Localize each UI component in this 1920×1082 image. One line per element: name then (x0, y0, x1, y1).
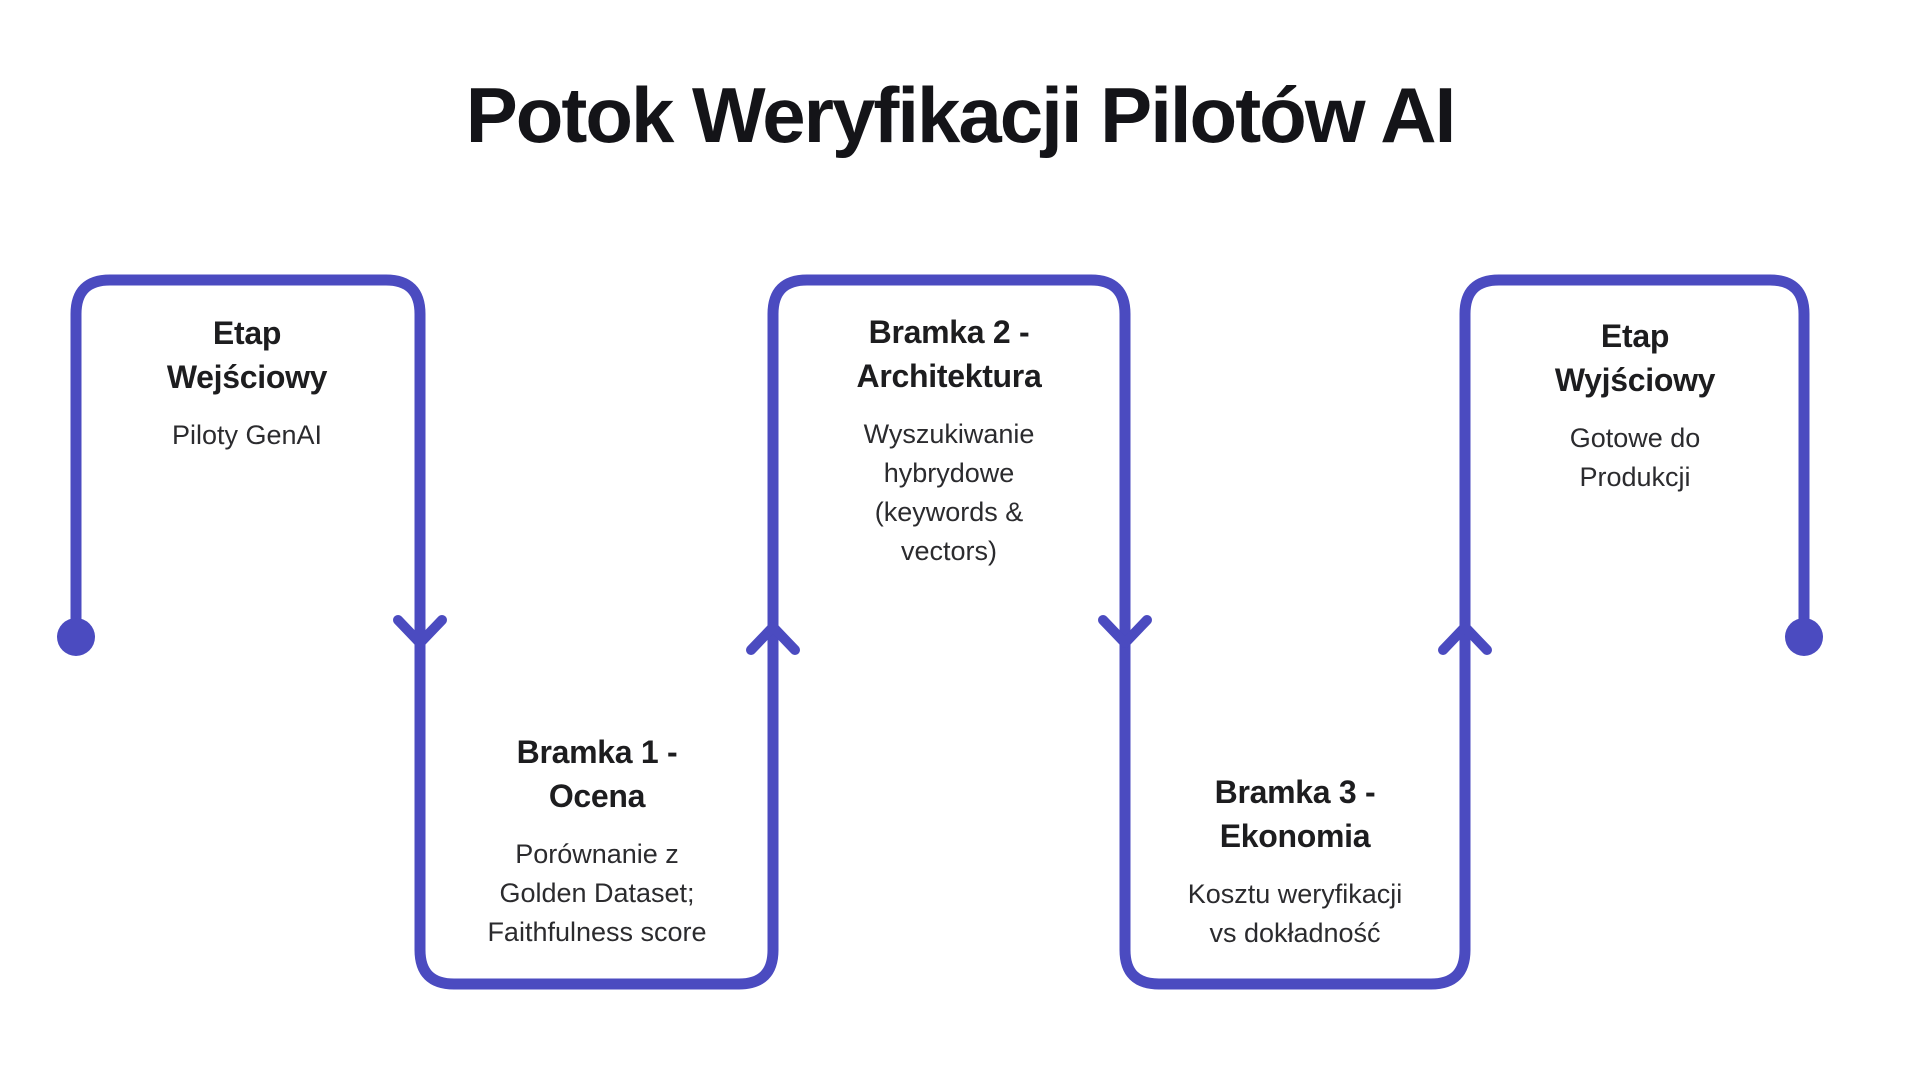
node-description: Kosztu weryfikacji vs dokładność (1187, 879, 1403, 948)
node-title: Bramka 1 - Ocena (516, 734, 678, 814)
node-description: Wyszukiwanie hybrydowe (keywords & vecto… (863, 419, 1035, 566)
end-dot (1785, 618, 1823, 656)
node-gate-3-economics: Bramka 3 - Ekonomia Kosztu weryfikacji v… (1125, 771, 1465, 953)
arrowhead-down-to-gate3-icon (1098, 615, 1152, 648)
node-entry-stage: Etap Wejściowy Piloty GenAI (77, 312, 417, 455)
arrowhead-down-to-gate1-icon (393, 615, 447, 648)
start-dot (57, 618, 95, 656)
node-exit-stage: Etap Wyjściowy Gotowe do Produkcji (1465, 315, 1805, 497)
diagram-title: Potok Weryfikacji Pilotów AI (465, 71, 1457, 159)
node-description: Porównanie z Golden Dataset; Faithfulnes… (487, 839, 707, 947)
node-description: Gotowe do Produkcji (1569, 423, 1701, 492)
node-gate-2-architecture: Bramka 2 - Architektura Wyszukiwanie hyb… (779, 311, 1119, 571)
arrowhead-up-to-gate2-icon (746, 622, 800, 655)
node-title: Bramka 3 - Ekonomia (1214, 774, 1376, 854)
node-description: Piloty GenAI (171, 420, 323, 451)
node-gate-1-evaluation: Bramka 1 - Ocena Porównanie z Golden Dat… (427, 731, 767, 952)
arrowhead-up-to-exit-icon (1438, 622, 1492, 655)
serpentine-path (70, 274, 1810, 990)
node-title: Bramka 2 - Architektura (856, 314, 1042, 394)
node-title: Etap Wejściowy (166, 315, 328, 395)
node-title: Etap Wyjściowy (1554, 318, 1716, 398)
